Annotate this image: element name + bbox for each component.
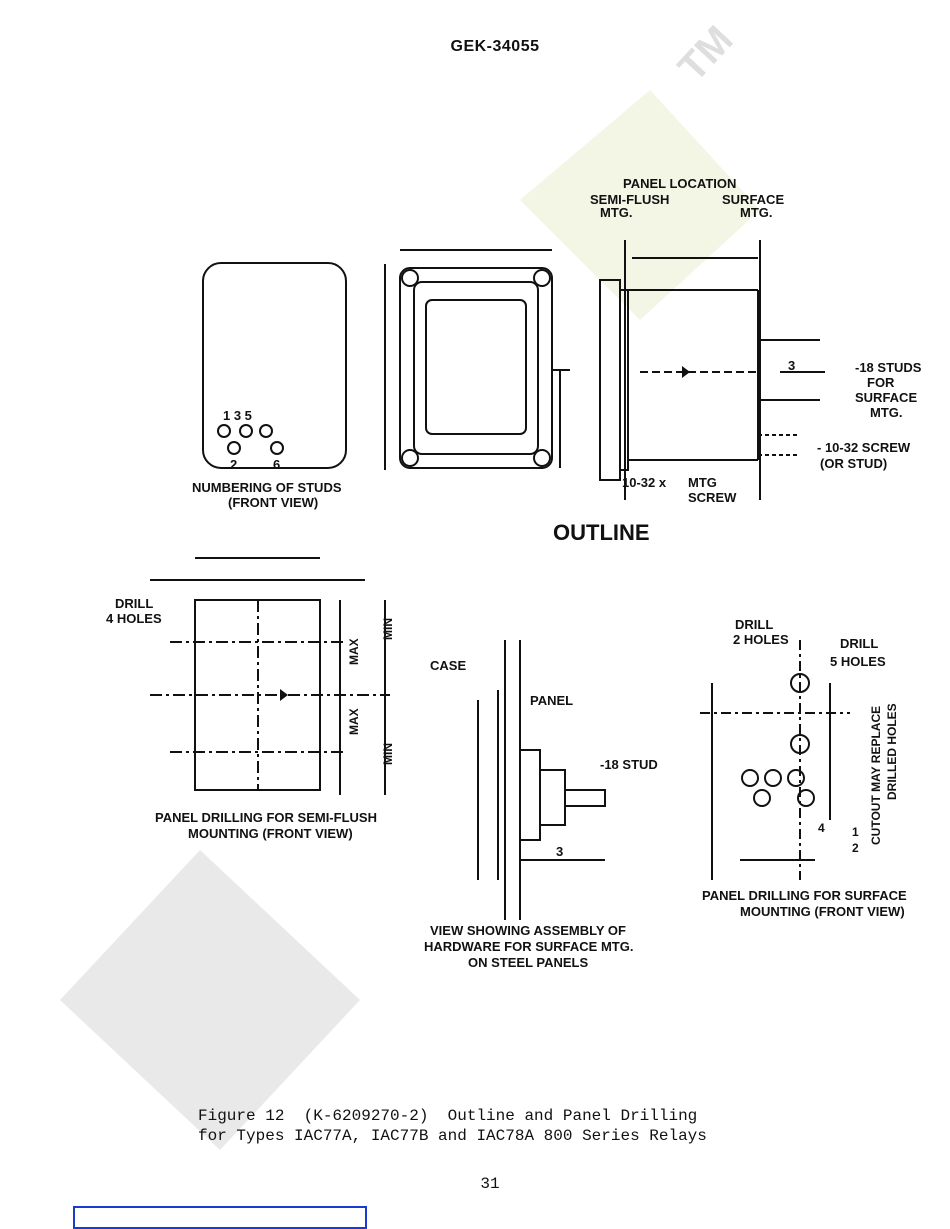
semi-flush-label: SEMI-FLUSH <box>590 192 669 207</box>
link-box[interactable] <box>73 1206 367 1229</box>
min-label-top: MIN <box>381 618 395 640</box>
studs-label: -18 STUDS <box>855 360 922 375</box>
dim-4-label: 4 <box>818 821 825 835</box>
surface-caption-2: MOUNTING (FRONT VIEW) <box>740 904 905 919</box>
cutout-label-2: DRILLED HOLES <box>885 703 899 800</box>
surface-label: SURFACE <box>722 192 784 207</box>
side-cover <box>599 279 621 481</box>
drill-2-holes-label: 2 HOLES <box>733 632 789 647</box>
page-number: 31 <box>480 1175 500 1193</box>
screw-label: - 10-32 SCREW <box>817 440 911 455</box>
panel-label: PANEL <box>530 693 573 708</box>
dim-3-label: 3 <box>788 358 795 373</box>
outline-title: OUTLINE <box>553 520 650 545</box>
studs-mtg-label: MTG. <box>870 405 903 420</box>
surface-stud-1 <box>741 769 759 787</box>
assembly-dim-3-label: 3 <box>556 844 563 859</box>
stud-number-2: 2 <box>230 457 237 472</box>
cover-outer <box>399 267 553 469</box>
numbering-caption-1: NUMBERING OF STUDS <box>192 480 342 495</box>
assembly-caption-2: HARDWARE FOR SURFACE MTG. <box>424 939 633 954</box>
stud-circle-1 <box>217 424 231 438</box>
dim-1-label: 1 <box>852 825 859 839</box>
cover-hole-tl <box>401 269 419 287</box>
watermark-yellow-shape <box>520 90 760 320</box>
studs-surface-label: SURFACE <box>855 390 917 405</box>
semi-diamond <box>180 746 192 758</box>
surface-mtg-label: MTG. <box>740 205 773 220</box>
cover-hole-tr <box>533 269 551 287</box>
semi-center-arrow <box>280 689 288 701</box>
stud-18-label: -18 STUD <box>600 757 658 772</box>
watermark-shapes <box>60 90 760 1150</box>
drill-5-holes-label: 5 HOLES <box>830 654 886 669</box>
mtg-screw-mtg: MTG <box>688 475 717 490</box>
drill-4-label: DRILL <box>115 596 153 611</box>
side-center-arrow <box>682 366 690 378</box>
stud-thread <box>564 789 606 807</box>
max-label-bottom: MAX <box>347 708 361 735</box>
stud-circle-3 <box>239 424 253 438</box>
cover-hole-bl <box>401 449 419 467</box>
mtg-screw-label: 10-32 x <box>622 475 667 490</box>
max-label-top: MAX <box>347 638 361 665</box>
figure-caption: Figure 12 (K-6209270-2) Outline and Pane… <box>198 1106 707 1146</box>
cover-hole-br <box>533 449 551 467</box>
stud-number-6: 6 <box>273 457 280 472</box>
cutout-label-1: CUTOUT MAY REPLACE <box>869 706 883 845</box>
stud-numbers-top: 1 3 5 <box>223 408 252 423</box>
panel-location-label: PANEL LOCATION <box>623 176 736 191</box>
drill-2-label: DRILL <box>735 617 773 632</box>
surface-stud-6 <box>797 789 815 807</box>
dim-2-label: 2 <box>852 841 859 855</box>
surface-stud-2 <box>753 789 771 807</box>
numbering-caption-2: (FRONT VIEW) <box>228 495 318 510</box>
semi-flush-mtg-label: MTG. <box>600 205 633 220</box>
figure-caption-line-1: Figure 12 (K-6209270-2) Outline and Pane… <box>198 1107 698 1125</box>
figure-caption-line-2: for Types IAC77A, IAC77B and IAC78A 800 … <box>198 1127 707 1145</box>
case-label: CASE <box>430 658 466 673</box>
drill-4-holes-label: 4 HOLES <box>106 611 162 626</box>
semi-flush-caption-1: PANEL DRILLING FOR SEMI-FLUSH <box>155 810 377 825</box>
mtg-screw-screw: SCREW <box>688 490 737 505</box>
mount-block <box>519 749 541 841</box>
min-label-bottom: MIN <box>381 743 395 765</box>
cover-window <box>425 299 527 435</box>
drill-5-label: DRILL <box>840 636 878 651</box>
assembly-caption-1: VIEW SHOWING ASSEMBLY OF <box>430 923 626 938</box>
semi-flush-caption-2: MOUNTING (FRONT VIEW) <box>188 826 353 841</box>
assembly-caption-3: ON STEEL PANELS <box>468 955 588 970</box>
arrowheads <box>180 366 690 758</box>
document-id: GEK-34055 <box>450 38 540 55</box>
cover-inner-1 <box>413 281 539 455</box>
surface-stud-5 <box>787 769 805 787</box>
studs-for-label: FOR <box>867 375 895 390</box>
stud-circle-5 <box>259 424 273 438</box>
surface-stud-3 <box>764 769 782 787</box>
nut-block <box>539 769 566 826</box>
front-view-case <box>202 262 347 469</box>
screw-or-stud-label: (OR STUD) <box>820 456 887 471</box>
stud-circle-6 <box>270 441 284 455</box>
stud-circle-2 <box>227 441 241 455</box>
surface-caption-1: PANEL DRILLING FOR SURFACE <box>702 888 907 903</box>
watermark-gray-shape <box>60 850 360 1150</box>
